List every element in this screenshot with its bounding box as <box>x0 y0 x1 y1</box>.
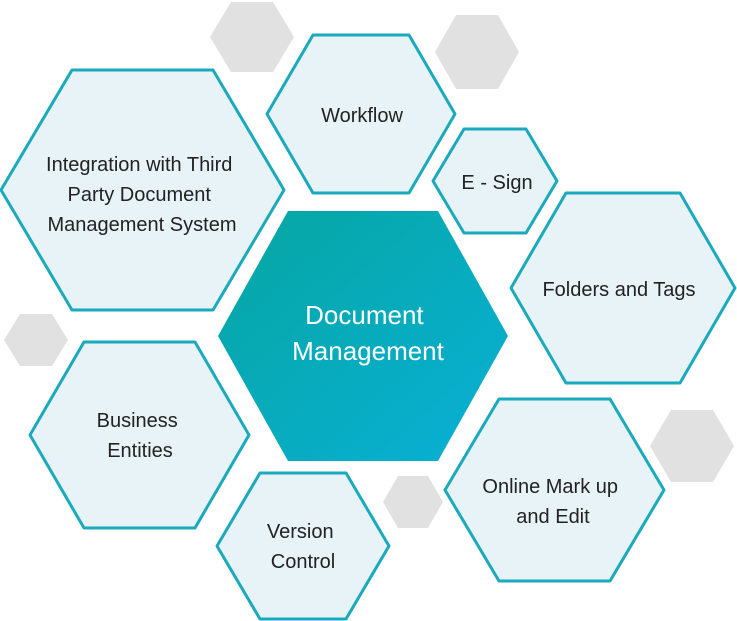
esign-label: E - Sign <box>461 172 532 194</box>
folders-label-line: Folders and Tags <box>542 279 695 301</box>
business-label: Business Entities <box>97 410 184 462</box>
esign-label-line: E - Sign <box>461 172 532 194</box>
integration-label: Integration with Third Party Document Ma… <box>46 154 238 236</box>
decor-hexagon <box>650 410 734 482</box>
esign-node: E - Sign <box>431 127 559 235</box>
integration-node: Integration with Third Party Document Ma… <box>0 68 286 312</box>
version-label: Version Control <box>267 521 339 573</box>
integration-label-line: Party Document <box>68 184 212 206</box>
center-hexagon <box>218 211 508 461</box>
business-label-line: Entities <box>107 440 173 462</box>
workflow-label-line: Workflow <box>321 105 403 127</box>
markup-node: Online Mark up and Edit <box>443 397 666 583</box>
center-label-line: Document <box>305 300 424 330</box>
integration-label-line: Management System <box>48 214 237 236</box>
decor-hexagon <box>383 476 443 528</box>
integration-label-line: Integration with Third <box>46 154 232 176</box>
markup-label: Online Mark up and Edit <box>482 476 623 528</box>
workflow-node: Workflow <box>265 33 457 195</box>
version-label-line: Control <box>271 551 335 573</box>
center-label: Document Management <box>292 300 445 366</box>
decor-hexagon <box>4 314 68 366</box>
version-node: Version Control <box>215 471 391 621</box>
markup-label-line: and Edit <box>516 506 590 528</box>
business-node: Business Entities <box>28 340 251 530</box>
version-label-line: Version <box>267 521 334 543</box>
markup-label-line: Online Mark up <box>482 476 618 498</box>
decor-hexagon <box>210 2 294 72</box>
folders-node: Folders and Tags <box>509 191 737 385</box>
workflow-label: Workflow <box>321 105 403 127</box>
center-node: Document Management <box>218 211 508 461</box>
decor-hexagon <box>435 15 519 89</box>
business-label-line: Business <box>97 410 178 432</box>
center-label-line: Management <box>292 336 445 366</box>
folders-label: Folders and Tags <box>542 279 695 301</box>
